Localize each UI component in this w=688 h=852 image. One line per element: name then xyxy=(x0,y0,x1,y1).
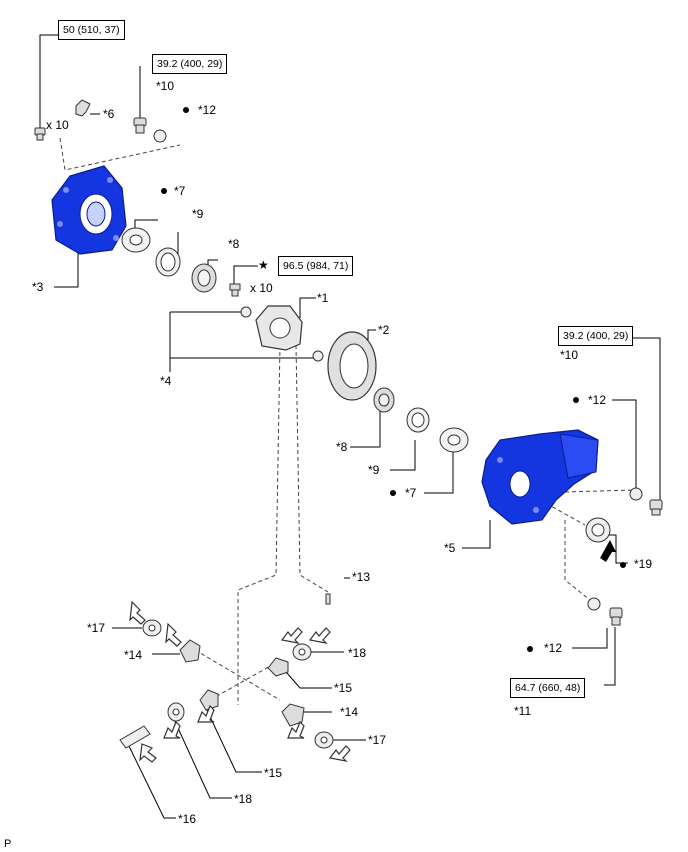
callout-10-right: *10 xyxy=(560,348,579,362)
bearing-right xyxy=(439,427,469,453)
quantity-label-bolts-ring: x 10 xyxy=(250,281,273,295)
bearing-left xyxy=(121,227,151,253)
dot-marker xyxy=(161,188,167,194)
callout-9-left: *9 xyxy=(192,207,204,221)
arrow-icon xyxy=(280,627,303,644)
plug-top xyxy=(133,117,147,134)
callout-9-right: *9 xyxy=(368,463,380,477)
right-housing-case xyxy=(481,429,599,525)
flange-bolt-top-left xyxy=(34,127,46,141)
callout-4: *4 xyxy=(160,374,172,388)
gasket-top xyxy=(153,129,167,143)
callout-6: *6 xyxy=(103,107,115,121)
plug-right xyxy=(649,499,663,516)
dot-marker xyxy=(620,562,626,568)
callout-17-lower: *17 xyxy=(368,733,387,747)
side-gear-15-lower xyxy=(199,689,219,711)
drive-gear-right xyxy=(373,387,395,413)
gasket-right-lower xyxy=(587,597,601,611)
drive-gear-left xyxy=(191,263,217,293)
assembly-dashed-lines xyxy=(59,137,636,705)
callout-15-lower: *15 xyxy=(264,766,283,780)
oil-seal xyxy=(585,517,616,562)
side-gear-15-upper xyxy=(267,657,289,677)
pinion-shaft xyxy=(119,725,151,749)
left-housing-cover xyxy=(51,165,127,255)
callout-14-upper: *14 xyxy=(124,648,143,662)
washer-18-upper xyxy=(292,643,312,661)
pinion-gear-14-upper xyxy=(179,639,201,663)
callout-1: *1 xyxy=(317,291,329,305)
callout-12-lower: *12 xyxy=(544,641,563,655)
washer-17-lower xyxy=(314,731,334,749)
callout-8-left: *8 xyxy=(228,237,240,251)
arrow-icon xyxy=(197,704,215,723)
dot-marker xyxy=(573,397,579,403)
callout-10-top: *10 xyxy=(156,79,175,93)
torque-spec-39-right: 39.2 (400, 29) xyxy=(558,326,634,346)
leader-lines xyxy=(39,34,661,819)
lock-pin xyxy=(325,593,331,605)
washer-18-lower xyxy=(167,702,185,722)
dot-marker xyxy=(527,646,533,652)
torque-spec-64: 64.7 (660, 48) xyxy=(510,678,586,698)
callout-7-left: *7 xyxy=(174,184,186,198)
arrow-icon xyxy=(139,743,157,763)
gasket-right-upper xyxy=(629,487,643,501)
arrow-icon xyxy=(163,720,181,739)
callout-7-right: *7 xyxy=(405,486,417,500)
callout-3: *3 xyxy=(32,280,44,294)
footer-code: P xyxy=(4,838,12,850)
breather-plug xyxy=(75,99,91,117)
callout-12-top: *12 xyxy=(198,103,217,117)
arrow-icon xyxy=(287,720,305,739)
dot-marker xyxy=(390,490,396,496)
outer-race-right xyxy=(406,407,430,433)
dot-marker xyxy=(183,107,189,113)
differential-case xyxy=(240,305,324,362)
callout-13: *13 xyxy=(352,570,371,584)
callout-11: *11 xyxy=(514,704,532,718)
star-symbol: ★ xyxy=(258,258,269,272)
direction-arrows xyxy=(129,600,351,763)
torque-spec-39-top: 39.2 (400, 29) xyxy=(152,54,228,74)
quantity-label-bolts-top: x 10 xyxy=(46,118,69,132)
arrow-icon xyxy=(328,745,351,762)
ring-gear xyxy=(327,331,377,401)
arrow-icon xyxy=(129,600,146,625)
torque-spec-96: 96.5 (984, 71) xyxy=(278,256,354,276)
arrow-icon xyxy=(308,627,331,644)
callout-16: *16 xyxy=(178,812,197,826)
outer-race-left xyxy=(155,247,181,277)
arrow-icon xyxy=(165,622,182,647)
callout-17-upper: *17 xyxy=(87,621,106,635)
pinion-gear-14-lower xyxy=(281,703,305,727)
callout-12-right: *12 xyxy=(588,393,607,407)
washer-17-upper xyxy=(142,619,162,637)
plug-lower xyxy=(609,607,623,626)
callout-2: *2 xyxy=(378,323,390,337)
callout-14-lower: *14 xyxy=(340,705,359,719)
callout-15-upper: *15 xyxy=(334,681,353,695)
callout-8-right: *8 xyxy=(336,440,348,454)
torque-spec-50: 50 (510, 37) xyxy=(58,20,125,40)
callout-18-upper: *18 xyxy=(348,646,367,660)
ring-gear-bolt xyxy=(229,283,241,297)
callout-19: *19 xyxy=(634,557,653,571)
callout-18-lower: *18 xyxy=(234,792,253,806)
callout-5: *5 xyxy=(444,541,456,555)
